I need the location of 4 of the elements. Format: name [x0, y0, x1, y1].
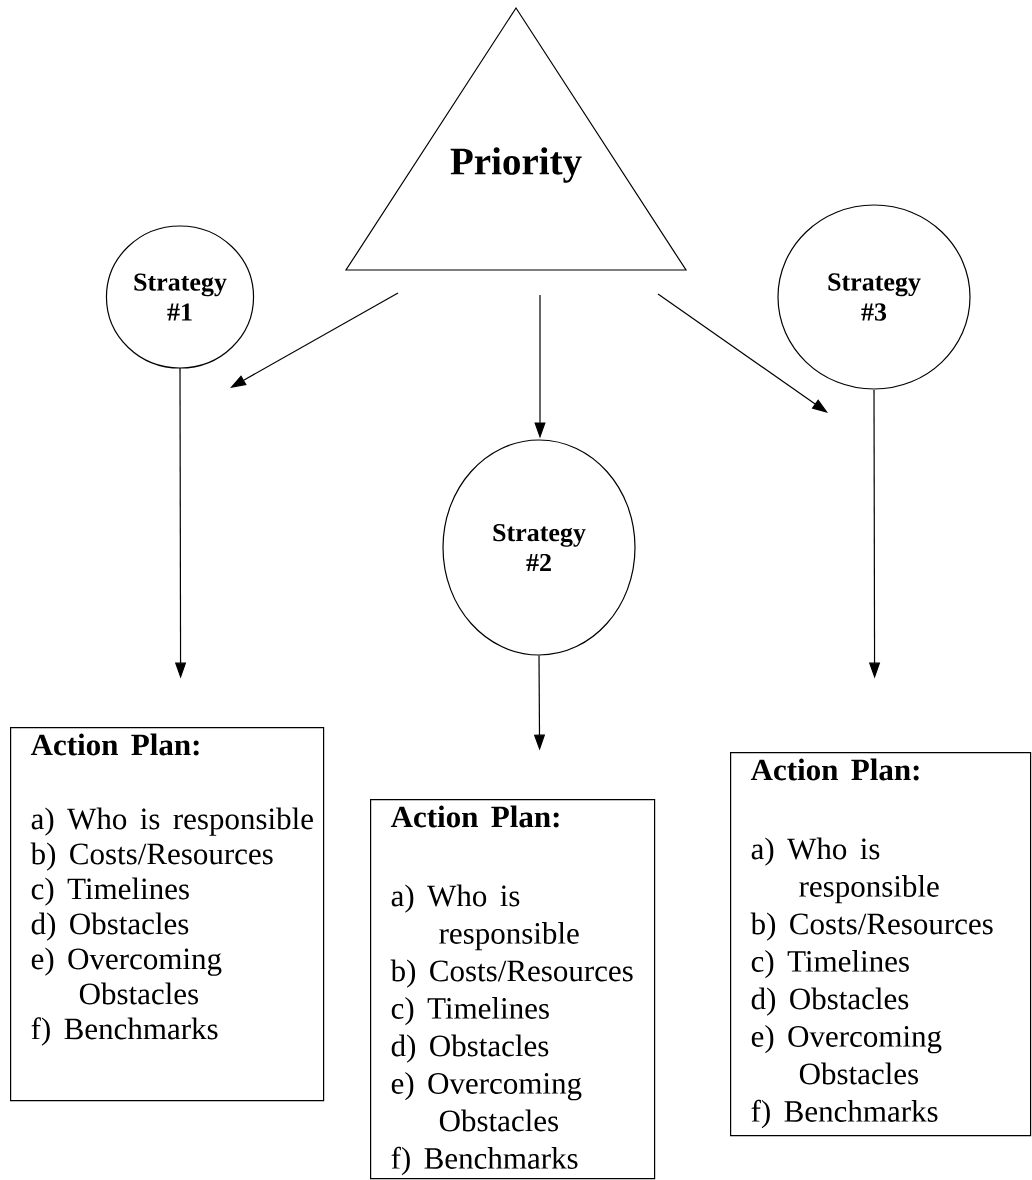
- text-box: Action Plan: a) Who is responsible b) Costs/Resources c) Timelines d) Obstacles e) Overcoming Obstacles f) Benchmarks: [10, 727, 325, 1102]
- text-box: Action Plan: a) Who is responsible b) Costs/Resources c) Timelines d) Obstacles e) Overcoming Obstacles f) Benchmarks: [370, 799, 656, 1180]
- text-box: Action Plan: a) Who is responsible b) Costs/Resources c) Timelines d) Obstacles e) Overcoming Obstacles f) Benchmarks: [730, 752, 1032, 1137]
- arrow: [657, 293, 828, 413]
